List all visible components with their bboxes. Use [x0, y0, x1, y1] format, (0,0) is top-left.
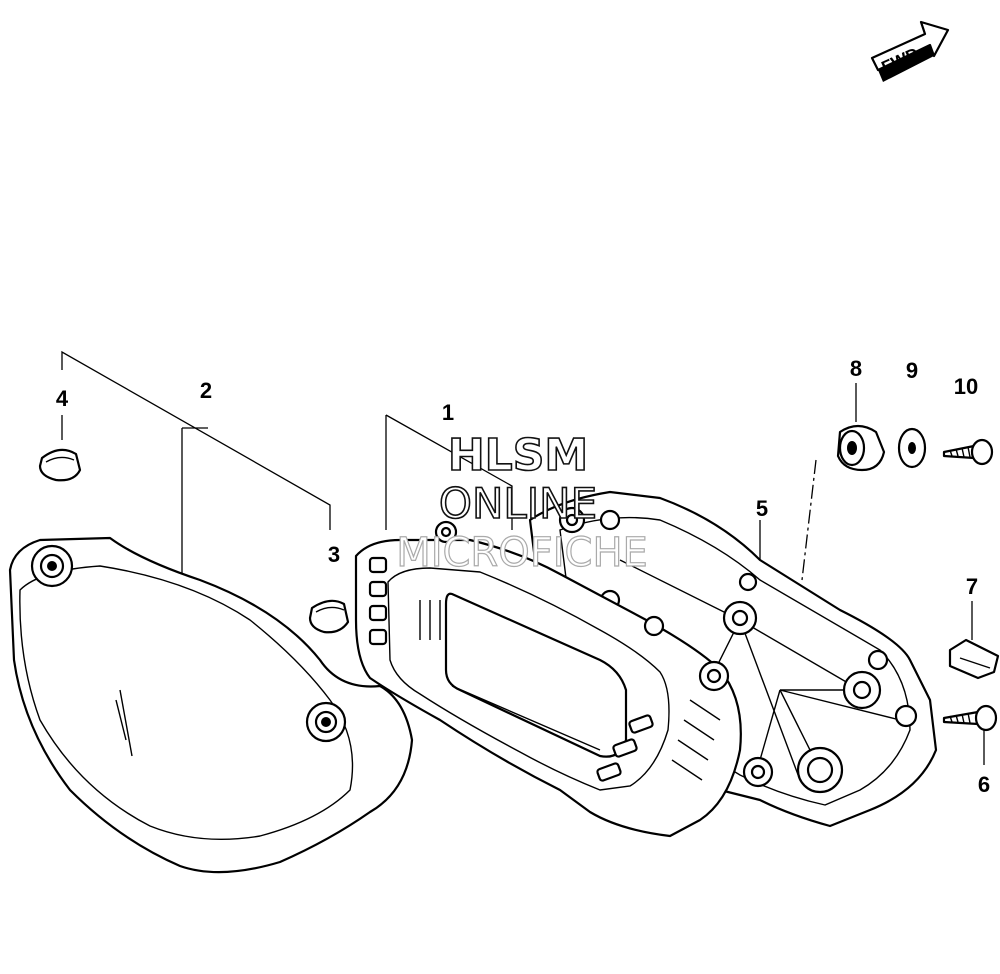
- callout-10: 10: [954, 374, 978, 399]
- part-4-cap: [38, 448, 82, 482]
- callout-2: 2: [200, 378, 212, 403]
- callout-7: 7: [966, 574, 978, 599]
- callout-4: 4: [56, 386, 69, 411]
- callout-5: 5: [756, 496, 768, 521]
- callout-1: 1: [442, 400, 454, 425]
- callout-9: 9: [906, 358, 918, 383]
- watermark-line-3: MICROFICHE: [396, 530, 648, 576]
- part-2-meter-cover: [8, 536, 414, 874]
- part-9-washer: [897, 427, 927, 469]
- part-1-meter-assembly: [354, 520, 742, 838]
- part-8-grommet: [836, 424, 886, 472]
- fwd-arrow-icon: FWD: [870, 20, 950, 82]
- callout-6: 6: [978, 772, 990, 797]
- leader-lines: [61, 350, 985, 765]
- callout-3: 3: [328, 542, 340, 567]
- watermark: HLSM ONLINE MICROFICHE: [396, 429, 649, 576]
- callout-labels: 1 2 3 4 5 6 7 8 9 10: [56, 356, 990, 797]
- part-3-cap: [308, 599, 350, 634]
- part-10-screw: [942, 438, 994, 466]
- part-7-clip-nut: [948, 638, 1000, 680]
- part-6-screw: [942, 704, 998, 732]
- watermark-line-1: HLSM: [448, 430, 588, 481]
- callout-8: 8: [850, 356, 862, 381]
- watermark-line-2: ONLINE: [439, 479, 597, 528]
